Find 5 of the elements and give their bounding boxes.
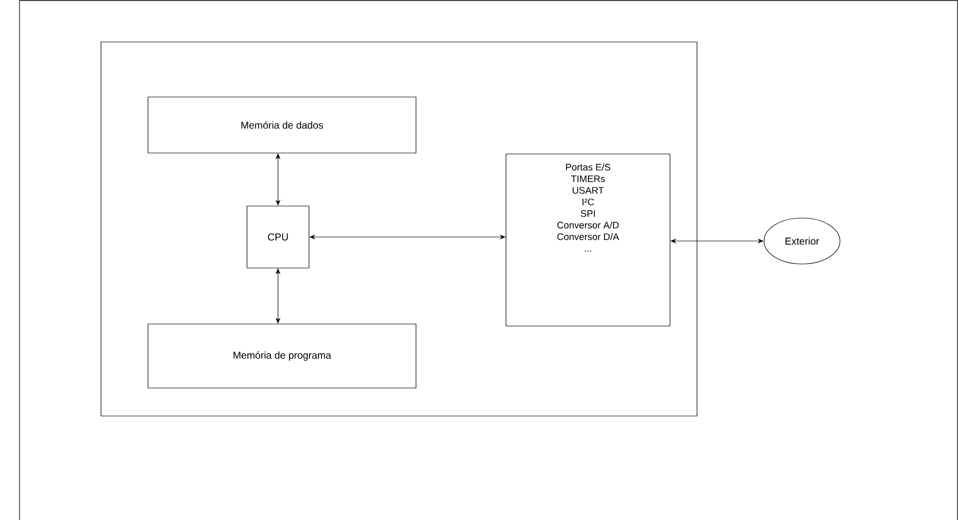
- cpu-box: CPU: [246, 206, 310, 268]
- peripherals-box: Portas E/S TIMERs USART I²C SPI Conversor A/D Conversor D/A ...: [506, 154, 670, 326]
- system-box: [100, 42, 698, 416]
- memory-box: Memória de programa: [148, 324, 416, 388]
- memory-box: Memória de dados: [148, 96, 416, 154]
